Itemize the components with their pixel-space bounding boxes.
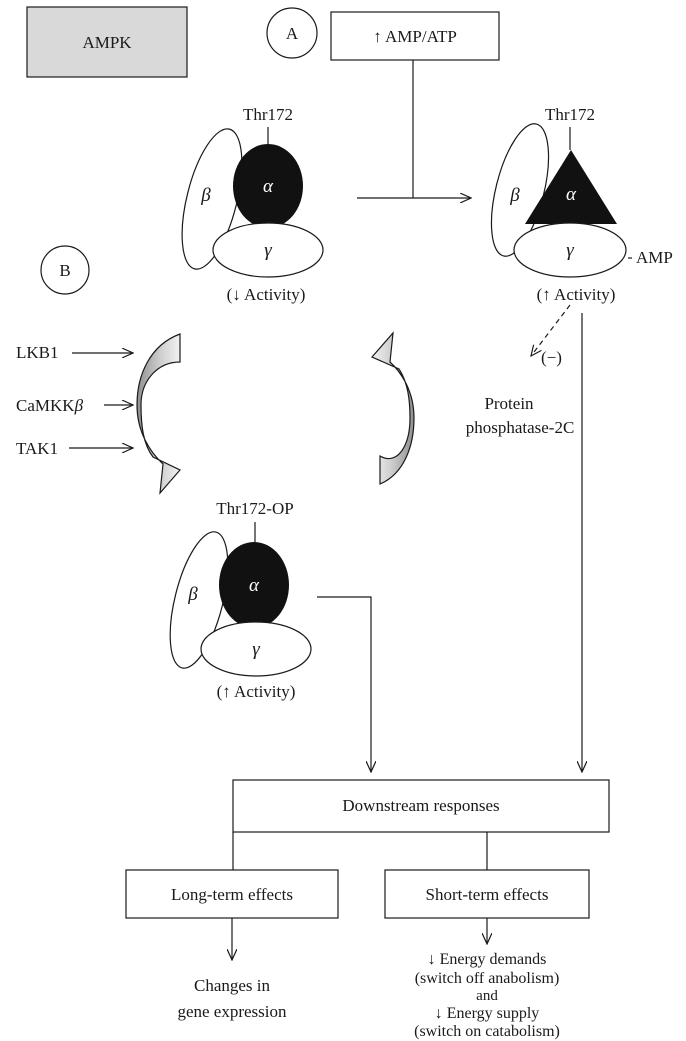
complex-amp-bound: Thr172 α β γ AMP (↑ Activity) [490,105,673,304]
svg-text:γ: γ [264,240,272,261]
panel-b-marker: B [40,245,90,295]
phosphatase-line2: phosphatase-2C [466,418,575,437]
kinase-tak1: TAK1 [16,439,58,458]
kinase-camkkb: CaMKKβ [16,396,84,415]
svg-text:γ: γ [566,240,574,261]
alpha-subunit-triangle [525,150,617,224]
panel-b-label: B [59,261,70,280]
svg-text:γ: γ [252,639,260,660]
phosphatase-effect: (−) [541,348,562,367]
gamma-subunit [513,222,627,278]
svg-text:β: β [187,584,198,605]
legend-ampk: AMPK [26,6,188,78]
phosphatase-line1: Protein [484,394,534,413]
phosphorylation-curl-arrow [136,333,181,495]
beta-subunit [169,531,229,669]
short-term-box: Short-term effects [384,869,590,919]
phospho-to-downstream-arrow [317,596,371,772]
amp-ligand-label: AMP [636,248,673,267]
complex-inactive-activity: (↓ Activity) [227,285,306,304]
trigger-box: ↑ AMP/ATP [330,11,500,61]
dephosphorylation-curl-arrow [371,331,415,485]
short-term-outcome-3: and [476,988,498,1004]
downstream-label: Downstream responses [342,796,499,815]
svg-text:α: α [566,184,577,205]
short-term-outcome-1: ↓ Energy demands [428,951,547,968]
complex-phospho-activity: (↑ Activity) [217,682,296,701]
short-term-label: Short-term effects [426,885,549,904]
ampk-label: AMPK [82,33,132,52]
svg-text:β: β [200,185,211,206]
short-term-outcome-2: (switch off anabolism) [415,970,560,987]
panel-a-label: A [286,24,299,43]
trigger-text: ↑ AMP/ATP [373,27,457,46]
alpha-subunit [219,542,289,628]
short-term-outcome-5: (switch on catabolism) [414,1023,560,1040]
long-term-box: Long-term effects [125,869,339,919]
kinase-list: LKB1 CaMKKβ TAK1 [16,343,133,458]
kinase-lkb1: LKB1 [16,343,59,362]
alpha-subunit [233,144,303,228]
long-term-outcome-2: gene expression [177,1002,287,1021]
ampk-swatch [26,6,188,78]
long-term-label: Long-term effects [171,885,293,904]
gamma-subunit [212,222,324,278]
complex-inactive: Thr172 α β γ (↓ Activity) [181,105,324,304]
svg-text:α: α [249,575,260,596]
complex-inactive-site: Thr172 [243,105,293,124]
complex-amp-activity: (↑ Activity) [537,285,616,304]
complex-amp-site: Thr172 [545,105,595,124]
long-term-outcome-1: Changes in [194,976,271,995]
panel-a-marker: A [266,7,318,59]
complex-phosphorylated: Thr172-OP α β γ (↑ Activity) [169,499,312,701]
svg-text:α: α [263,176,274,197]
complex-phospho-site: Thr172-OP [216,499,293,518]
beta-subunit [181,128,243,270]
downstream-box: Downstream responses [232,779,610,833]
short-term-outcome-4: ↓ Energy supply [435,1005,540,1022]
gamma-subunit [200,621,312,677]
svg-text:β: β [509,185,520,206]
phosphatase-dashed-arrow [531,304,571,356]
